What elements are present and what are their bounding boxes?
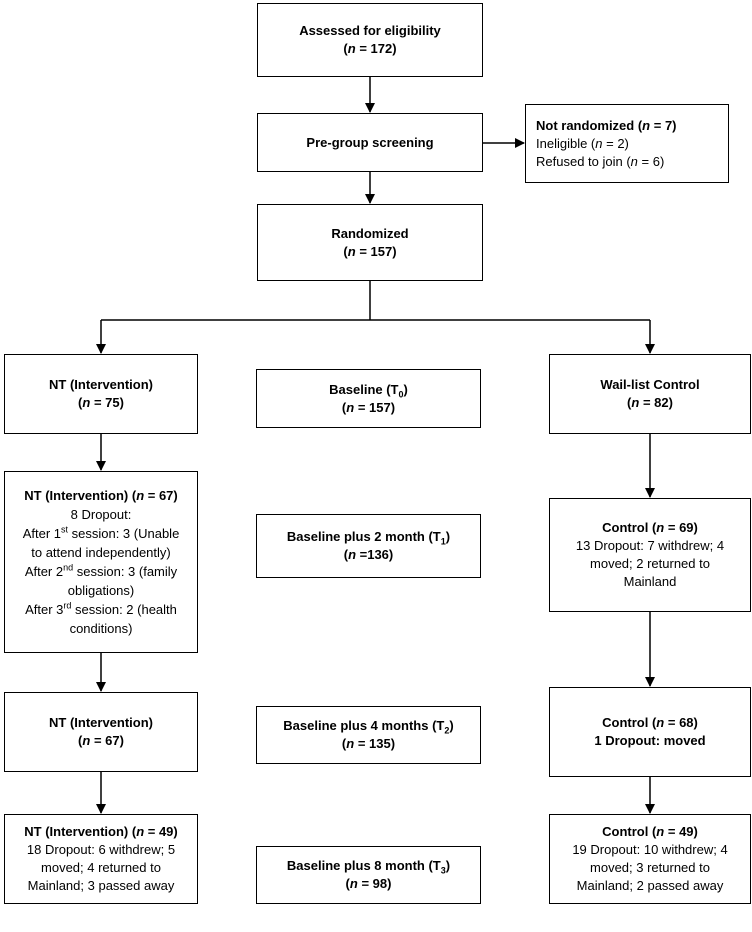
box-nt-intervention-49: NT (Intervention) (n = 49) 18 Dropout: 6… bbox=[4, 814, 198, 904]
nt49-line1: 18 Dropout: 6 withdrew; 5 bbox=[26, 842, 176, 857]
baseline-t3-count: (n = 98) bbox=[345, 876, 392, 891]
box-nt-intervention-67: NT (Intervention) (n = 67) bbox=[4, 692, 198, 772]
box-pre-group-screening: Pre-group screening bbox=[257, 113, 483, 172]
randomized-count: (n = 157) bbox=[343, 243, 397, 259]
control69-title: Control (n = 69) bbox=[602, 520, 698, 535]
baseline-t3-title: Baseline plus 8 month (T3) bbox=[286, 858, 451, 876]
baseline-t0-count: (n = 157) bbox=[341, 399, 396, 415]
assessed-title: Assessed for eligibility bbox=[299, 23, 441, 38]
box-nt-intervention-67-dropout: NT (Intervention) (n = 67) 8 Dropout: Af… bbox=[4, 471, 198, 653]
assessed-count: (n = 172) bbox=[343, 41, 397, 56]
nt67a-after-1st-reason: to attend independently) bbox=[31, 545, 171, 560]
box-control-69: Control (n = 69) 13 Dropout: 7 withdrew;… bbox=[549, 498, 751, 612]
nt67a-after-2nd: After 2nd session: 3 (family bbox=[24, 562, 178, 579]
nt49-line2: moved; 4 returned to bbox=[41, 860, 161, 875]
nt49-line3: Mainland; 3 passed away bbox=[27, 878, 175, 893]
box-randomized: Randomized (n = 157) bbox=[257, 204, 483, 281]
not-randomized-title: Not randomized (n = 7) bbox=[536, 117, 677, 133]
nt67a-after-3rd-reason: conditions) bbox=[69, 621, 133, 636]
box-baseline-t3: Baseline plus 8 month (T3) (n = 98) bbox=[256, 846, 481, 904]
baseline-t0-title: Baseline (T0) bbox=[329, 381, 408, 400]
nt67a-after-3rd: After 3rd session: 2 (health bbox=[25, 600, 177, 617]
nt67a-dropout: 8 Dropout: bbox=[70, 507, 132, 522]
baseline-t1-count: (n =136) bbox=[343, 547, 394, 562]
nt49-title: NT (Intervention) (n = 49) bbox=[24, 824, 178, 839]
not-randomized-refused: Refused to join (n = 6) bbox=[536, 153, 665, 169]
not-randomized-ineligible: Ineligible (n = 2) bbox=[536, 135, 629, 151]
baseline-t2-title: Baseline plus 4 months (T2) bbox=[283, 718, 454, 736]
box-not-randomized: Not randomized (n = 7) Ineligible (n = 2… bbox=[525, 104, 729, 183]
control49-line2: moved; 3 returned to bbox=[590, 860, 710, 875]
waitlist-title: Wail-list Control bbox=[600, 377, 700, 392]
control69-line3: Mainland bbox=[623, 574, 677, 589]
baseline-t2-count: (n = 135) bbox=[341, 736, 396, 751]
box-nt-intervention-75: NT (Intervention) (n = 75) bbox=[4, 354, 198, 434]
nt75-count: (n = 75) bbox=[78, 395, 124, 410]
box-baseline-t2: Baseline plus 4 months (T2) (n = 135) bbox=[256, 706, 481, 764]
baseline-t1-title: Baseline plus 2 month (T1) bbox=[286, 529, 451, 547]
nt67a-after-1st: After 1st session: 3 (Unable bbox=[22, 524, 180, 541]
box-control-49: Control (n = 49) 19 Dropout: 10 withdrew… bbox=[549, 814, 751, 904]
control49-line3: Mainland; 2 passed away bbox=[576, 878, 724, 893]
box-control-68: Control (n = 68) 1 Dropout: moved bbox=[549, 687, 751, 777]
nt67b-title: NT (Intervention) bbox=[49, 715, 153, 730]
box-assessed-for-eligibility: Assessed for eligibility (n = 172) bbox=[257, 3, 483, 77]
waitlist-count: (n = 82) bbox=[627, 395, 673, 410]
nt67a-after-2nd-reason: obligations) bbox=[67, 583, 135, 598]
control69-line2: moved; 2 returned to bbox=[590, 556, 710, 571]
randomized-title: Randomized bbox=[331, 225, 409, 241]
control68-title: Control (n = 68) bbox=[602, 715, 698, 730]
screening-title: Pre-group screening bbox=[306, 134, 434, 150]
control49-line1: 19 Dropout: 10 withdrew; 4 bbox=[572, 842, 728, 857]
control68-line1: 1 Dropout: moved bbox=[594, 733, 706, 748]
control49-title: Control (n = 49) bbox=[602, 824, 698, 839]
box-waitlist-control: Wail-list Control (n = 82) bbox=[549, 354, 751, 434]
box-baseline-t0: Baseline (T0) (n = 157) bbox=[256, 369, 481, 428]
nt67a-title: NT (Intervention) (n = 67) bbox=[24, 488, 178, 503]
box-baseline-t1: Baseline plus 2 month (T1) (n =136) bbox=[256, 514, 481, 578]
nt67b-count: (n = 67) bbox=[78, 733, 124, 748]
nt75-title: NT (Intervention) bbox=[49, 377, 153, 392]
control69-line1: 13 Dropout: 7 withdrew; 4 bbox=[575, 538, 725, 553]
